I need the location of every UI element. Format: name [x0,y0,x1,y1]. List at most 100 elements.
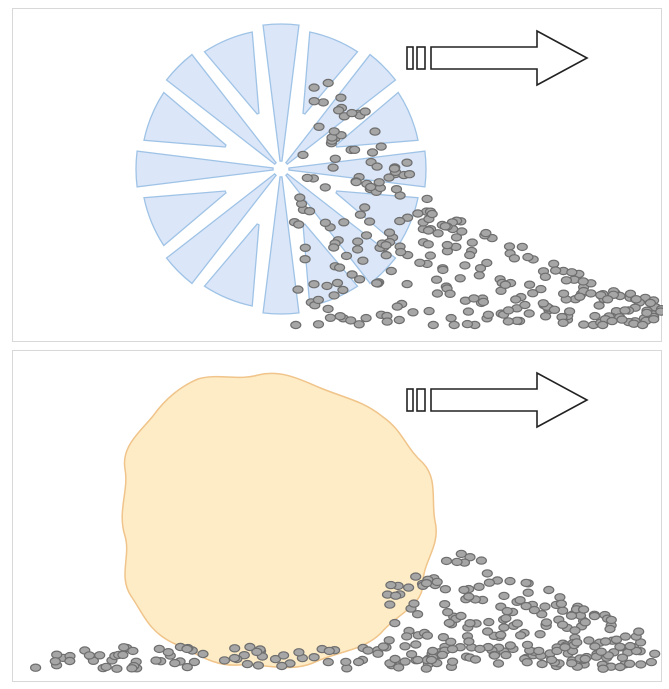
particle-pile-top [288,78,663,330]
particle [448,320,460,330]
particle [410,640,422,649]
particle [380,250,392,260]
particle [599,637,612,646]
particle [49,657,61,666]
particle [94,651,106,660]
particle [181,662,193,672]
particle [624,289,637,298]
particle [463,637,475,646]
motion-arrow-icon [406,29,589,87]
particle [614,662,626,672]
particle [475,556,487,565]
particle [293,648,305,657]
particle [464,250,476,260]
particle [616,315,628,324]
particle [539,602,551,611]
particle [346,108,358,118]
particle [322,304,334,314]
particle [605,615,617,625]
particle [508,254,520,263]
particle [536,659,548,669]
particle [372,649,384,658]
particle [407,308,419,317]
wheel-blade [262,176,300,315]
particle [352,245,364,254]
particle [619,306,631,315]
particle [290,320,302,330]
particle [633,627,645,636]
particle [511,619,523,628]
particle [500,614,512,623]
particle [499,280,511,289]
particle [589,642,601,651]
panel-solid-blob [12,350,662,682]
particle [365,182,377,192]
particle [299,254,311,264]
particle [431,577,443,587]
particle [218,656,231,665]
particle [535,284,547,294]
particle [384,600,396,609]
particle [352,237,364,246]
particle [455,549,467,559]
particle [412,209,424,218]
particle [111,664,123,673]
wheel-blade [203,31,260,115]
particle [446,644,459,654]
particle [359,107,371,116]
particle [527,289,539,298]
particle [548,305,561,314]
particle [482,310,494,319]
particle [327,163,339,172]
particle [559,643,571,652]
particle [593,301,605,310]
particle [299,243,311,252]
particle [150,656,162,665]
particle [427,320,439,330]
particle [455,611,467,621]
particle [461,319,473,329]
particle [362,646,374,655]
wheel-blade [203,223,260,307]
particle [366,148,379,157]
particle [528,605,541,615]
particle [322,78,334,88]
particle [312,320,325,329]
particle [577,605,590,614]
particle [557,318,569,327]
particle [437,633,449,642]
particle [477,297,489,307]
particle [523,280,536,289]
wheel-blade [165,173,277,285]
particle [371,162,383,171]
particle [385,580,397,590]
particle [536,610,548,619]
particle [30,663,42,672]
particle [334,312,346,321]
particle [276,661,288,671]
particle [610,635,623,644]
particle [516,242,528,252]
particle [294,193,306,202]
particle [431,275,443,284]
particle [601,295,614,304]
particle [641,308,653,318]
particle [437,265,449,275]
particle [334,263,346,272]
wheel-blade [335,91,419,148]
particle [459,261,471,270]
particle [354,275,366,284]
particle [492,659,505,668]
particle [425,655,437,665]
particle [252,661,264,670]
particle [241,659,253,669]
particle-pile-bottom [30,549,661,673]
particle [442,608,454,617]
particle [420,578,433,588]
particle [340,657,352,667]
particle [373,178,385,187]
particle [441,240,453,250]
particle [432,229,444,238]
particle [495,630,507,640]
particle [482,627,494,636]
